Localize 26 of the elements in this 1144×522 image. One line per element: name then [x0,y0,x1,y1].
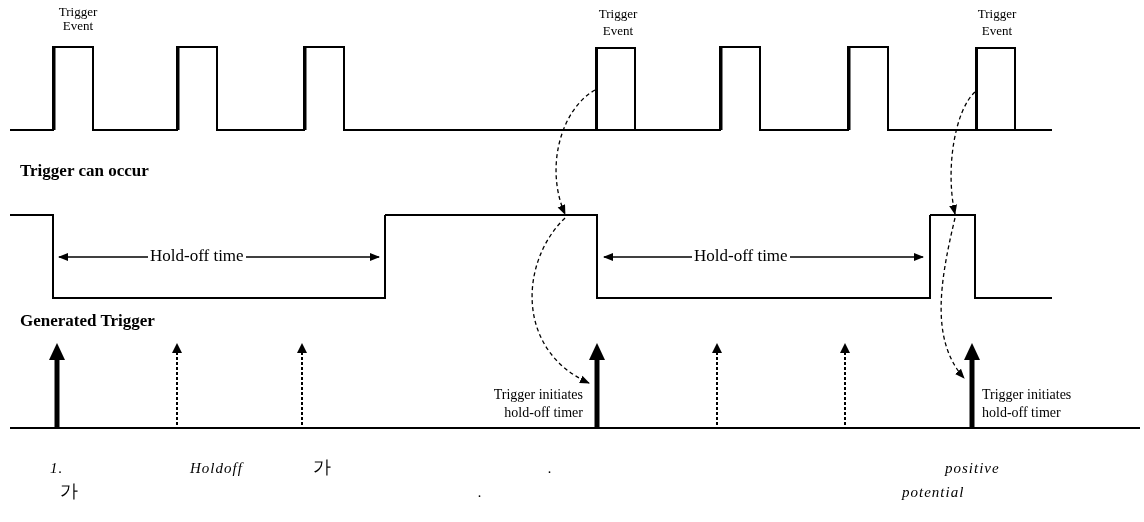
event-label: Trigger Event [597,5,639,39]
caption-text: Holdoff [190,460,243,477]
caption-text: 1. [50,460,64,477]
curved-arrow [940,217,965,379]
curved-arrow [949,91,976,215]
event-label: Trigger Event [57,5,99,34]
row-title: Generated Trigger [20,312,155,331]
trigger-arrow [589,343,605,429]
row-title: Trigger can occur [20,162,149,181]
annotation-text: Trigger initiates hold-off timer [982,386,1073,422]
caption-text: positive [945,460,1000,477]
gate-pulse [385,214,598,218]
caption-text: . [478,484,483,501]
annotation-text: Trigger initiates hold-off timer [492,386,583,422]
caption-text: . [548,460,553,477]
pulse [975,47,1016,130]
pulse [595,47,636,130]
caption-text: potential [902,484,965,501]
trigger-arrow [49,343,65,429]
event-label: Trigger Event [976,5,1018,39]
caption-text: 가 [60,482,78,502]
trigger-arrow [964,343,980,429]
gate-pulse [930,214,976,218]
curved-arrow [531,217,590,384]
caption-text: 가 [313,458,331,478]
curved-arrow [555,89,596,215]
